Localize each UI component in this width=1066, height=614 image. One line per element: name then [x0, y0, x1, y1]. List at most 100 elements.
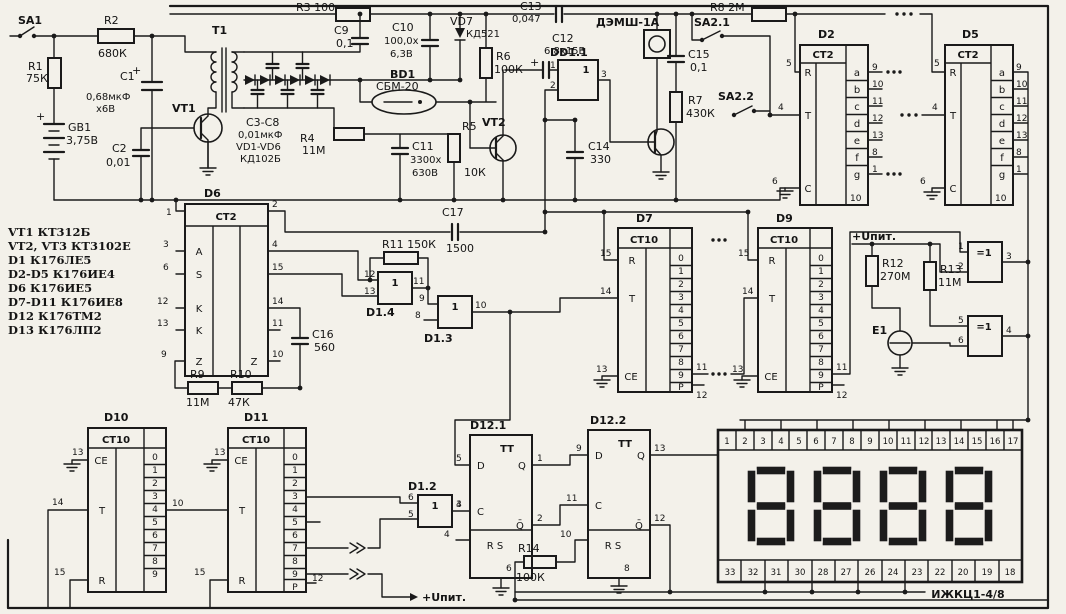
- d2-seg-e: e: [854, 136, 860, 147]
- d2-pin-a: 9: [872, 63, 878, 73]
- ic-d12-text: TT D C R S Q Q̄ 5 3 4 6 1 2 TT D C R S Q…: [444, 439, 665, 574]
- label-c11v2: 630В: [412, 168, 438, 179]
- d9-q0: 0: [818, 254, 824, 264]
- resistor-r1: [47, 57, 62, 89]
- label-r5: R5: [462, 120, 477, 133]
- disp-top-1: 1: [724, 437, 729, 447]
- d7-q3: 3: [678, 293, 684, 303]
- d9-p: P: [818, 383, 824, 393]
- switch-sa1: [17, 33, 37, 39]
- label-r11: R11 150К: [382, 238, 436, 251]
- d6-row-s: S: [196, 270, 202, 281]
- label-c15v: 0,1: [690, 61, 708, 74]
- d10-q6: 6: [152, 531, 158, 541]
- d6-pin-11: 11: [272, 319, 283, 329]
- switch-sa2-1: [699, 33, 725, 43]
- label-d2: D2: [818, 28, 835, 41]
- d7-q4: 4: [678, 306, 684, 316]
- d9-q5: 5: [818, 319, 824, 329]
- d5-seg-e: e: [999, 136, 1005, 147]
- disp-top-6: 6: [813, 437, 818, 447]
- d6-tr: 2: [272, 200, 278, 210]
- d9-q2: 2: [818, 280, 824, 290]
- label-sa21: SA2.1: [694, 16, 730, 29]
- disp-top-16: 16: [990, 437, 1001, 447]
- d12gate-sym: 1: [432, 501, 439, 512]
- label-c10: C10: [392, 21, 414, 34]
- d13-sym: 1: [452, 302, 459, 313]
- label-c10v2: 6,3В: [390, 49, 413, 60]
- label-d10: D10: [104, 411, 129, 424]
- xor1-b: 2: [958, 262, 964, 272]
- diode-vd6: [319, 74, 331, 86]
- ff2-d: D: [595, 451, 603, 462]
- ff1-dn: 5: [456, 454, 462, 464]
- d9-tn: 14: [742, 287, 754, 297]
- d14-sym: 1: [392, 278, 399, 289]
- xor1-y: 3: [1006, 252, 1012, 262]
- label-r7v: 430К: [686, 107, 715, 120]
- d5-r: R: [950, 68, 957, 79]
- d10-q7: 7: [152, 544, 158, 554]
- d11-q6: 6: [292, 531, 298, 541]
- disp-top-10: 10: [883, 437, 894, 447]
- xor1-sym: =1: [976, 248, 991, 259]
- label-r4: R4: [300, 132, 315, 145]
- ff2-rn: 10: [560, 530, 572, 540]
- d6-tl: 1: [166, 208, 172, 218]
- resistor-r3: [335, 7, 371, 22]
- label-r12: R12: [882, 257, 904, 270]
- electrode-e1: [887, 330, 913, 356]
- resistor-r12: [865, 255, 879, 287]
- d2-r: R: [805, 68, 812, 79]
- parts-line-5: D6 К176ИЕ5: [8, 281, 92, 295]
- d7-rn: 15: [600, 249, 611, 259]
- label-gb1: GB1: [68, 121, 91, 134]
- d7-pn: 12: [696, 391, 707, 401]
- parts-line-1: VT1 КТ312Б: [7, 225, 91, 239]
- d9-q3: 3: [818, 293, 824, 303]
- disp-top-15: 15: [972, 437, 983, 447]
- d10-q9: 9: [152, 570, 158, 580]
- label-c1v: 0,68мкФ: [86, 92, 131, 103]
- gate-dd1-1: [557, 59, 599, 101]
- d11-q2: 2: [292, 479, 298, 489]
- label-r6: R6: [496, 50, 511, 63]
- ff2-q: Q: [637, 451, 645, 462]
- d2-pin-d: 12: [872, 114, 883, 124]
- ic-d9-text: CT10 R T CE 15 14 13 0 1 2 3 4 5 6 7 8 9…: [732, 235, 847, 401]
- disp-bot-20: 20: [958, 568, 969, 578]
- wires-counters-top: [784, 71, 1029, 421]
- d7-ce: CE: [624, 372, 637, 383]
- label-c13: C13: [520, 0, 542, 13]
- lcd-display: [716, 428, 1024, 584]
- resistor-r5: [447, 133, 461, 163]
- label-bd1v: СБМ-20: [376, 80, 419, 93]
- lcd-digit-3: [878, 465, 928, 547]
- d9-hdr: CT10: [770, 235, 798, 246]
- d7-tn: 14: [600, 287, 612, 297]
- disp-top-12: 12: [919, 437, 930, 447]
- label-r8: R8 2М: [710, 1, 745, 14]
- d9-t: T: [768, 294, 776, 305]
- diode-vd1: [244, 74, 256, 86]
- label-r7: R7: [688, 94, 703, 107]
- d7-pin11: 11: [696, 363, 707, 373]
- label-r4v: 11М: [302, 144, 326, 157]
- d9-q1: 1: [818, 267, 824, 277]
- transistor-vt3: [647, 128, 675, 156]
- label-vdv: КД102Б: [240, 154, 281, 165]
- label-c2: C2: [112, 142, 127, 155]
- d6-pin-10: 10: [272, 350, 284, 360]
- label-r14v: 100К: [516, 571, 545, 584]
- label-d7: D7: [636, 212, 653, 225]
- ff1-qb: Q̄: [516, 519, 524, 532]
- d6-pin-3: 3: [163, 240, 169, 250]
- d14-b: 13: [364, 287, 375, 297]
- ff2-qb: Q̄: [635, 519, 643, 532]
- ff2-sn: 8: [624, 564, 630, 574]
- wires-display: [739, 419, 1029, 593]
- d11-q3: 3: [292, 492, 298, 502]
- d9-r: R: [769, 256, 776, 267]
